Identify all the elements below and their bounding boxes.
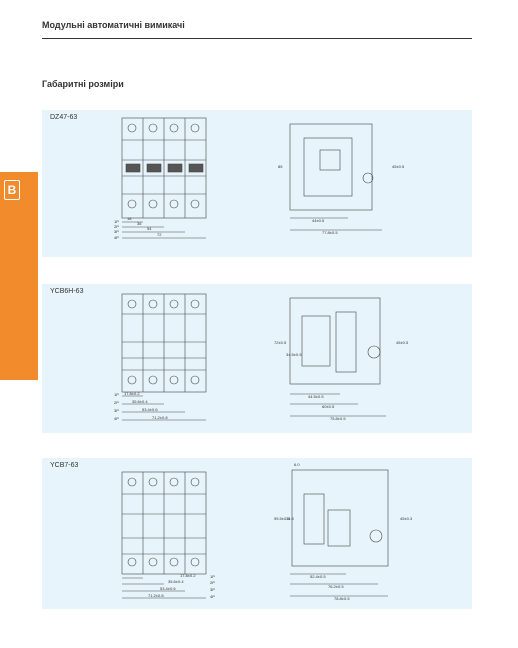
front-dim-2: 35.6±0.4 — [132, 399, 148, 404]
inner-dim: 34.5±0.5 — [286, 352, 302, 357]
front-view — [121, 117, 207, 239]
product-model-label: YCB7-63 — [50, 462, 79, 469]
front-view — [121, 293, 207, 421]
front-view — [121, 471, 207, 599]
front-dim-1: 18 — [127, 216, 132, 221]
right-dim: 45±0.5 — [396, 340, 409, 345]
front-dim-4: 72 — [157, 232, 162, 237]
front-dim-4: 71.2±0.8 — [148, 593, 164, 598]
dz47-63-drawings: 18 36 54 72 1P 2P 3P 4P 44±0.5 77.8±0.5 … — [114, 117, 405, 240]
height-dim: 85 — [278, 164, 283, 169]
inner-dim: 34.5 — [286, 516, 295, 521]
side-dim-2: 76.2±0.5 — [328, 584, 344, 589]
front-dim-4: 71.2±0.8 — [152, 415, 168, 420]
side-view — [289, 297, 386, 417]
front-dim-1: 17.8±0.2 — [180, 573, 196, 578]
document-header-title: Модульні автоматичні вимикачі — [42, 20, 185, 30]
pole-label-2p: 2P — [210, 580, 215, 585]
front-dim-3: 53.4±0.6 — [142, 407, 158, 412]
ycb7-63-drawings: 17.8±0.2 35.6±0.4 53.4±0.6 71.2±0.8 1P 2… — [121, 462, 413, 601]
product-model-label: DZ47-63 — [50, 114, 78, 121]
product-panel-ycb7-63: YCB7-63 17.8±0.2 35.6±0.4 53.4±0.6 71.2±… — [42, 458, 472, 609]
right-dim: 45±0.3 — [400, 516, 413, 521]
pole-label-3p: 3P — [114, 229, 119, 234]
pole-label-2p: 2P — [114, 400, 119, 405]
height-dim: 72±0.5 — [274, 340, 287, 345]
side-view — [290, 469, 389, 597]
top-dim: 6.0 — [294, 462, 300, 467]
side-dim-1: 52.4±0.5 — [310, 574, 326, 579]
front-dim-1: 17.8±0.2 — [124, 391, 140, 396]
side-dim-3: 78.8±0.5 — [334, 596, 350, 601]
front-dim-3: 53.4±0.6 — [160, 586, 176, 591]
right-dim: 45±0.5 — [392, 164, 405, 169]
side-dim-2: 60±0.5 — [322, 404, 335, 409]
front-dim-2: 36 — [137, 221, 142, 226]
pole-label-4p: 4P — [114, 416, 119, 421]
side-dim-1: 44.5±0.5 — [308, 394, 324, 399]
pole-label-4p: 4P — [114, 235, 119, 240]
side-view — [289, 123, 382, 231]
section-title: Габаритні розміри — [42, 79, 124, 89]
pole-label-2p: 2P — [114, 224, 119, 229]
side-dim-3: 75.8±0.5 — [330, 416, 346, 421]
chapter-letter: B — [4, 180, 20, 200]
side-dim-2: 77.8±0.5 — [322, 230, 338, 235]
header-rule — [42, 38, 472, 39]
pole-label-1p: 1P — [210, 574, 215, 579]
ycb6h-63-drawings: 17.8±0.2 35.6±0.4 53.4±0.6 71.2±0.8 1P 2… — [114, 293, 409, 421]
product-panel-dz47-63: DZ47-63 18 36 54 72 1P 2P 3P 4P — [42, 110, 472, 257]
chapter-side-tab: B — [0, 172, 38, 380]
pole-label-1p: 1P — [114, 392, 119, 397]
pole-label-3p: 3P — [210, 587, 215, 592]
height-dim: 95.5±0.5 — [274, 516, 290, 521]
side-dim-1: 44±0.5 — [312, 218, 325, 223]
front-dim-2: 35.6±0.4 — [168, 579, 184, 584]
pole-label-4p: 4P — [210, 594, 215, 599]
pole-label-1p: 1P — [114, 219, 119, 224]
product-model-label: YCB6H-63 — [50, 288, 84, 295]
pole-label-3p: 3P — [114, 408, 119, 413]
front-dim-3: 54 — [147, 226, 152, 231]
product-panel-ycb6h-63: YCB6H-63 17.8±0.2 35.6±0.4 53.4±0.6 71.2… — [42, 284, 472, 433]
